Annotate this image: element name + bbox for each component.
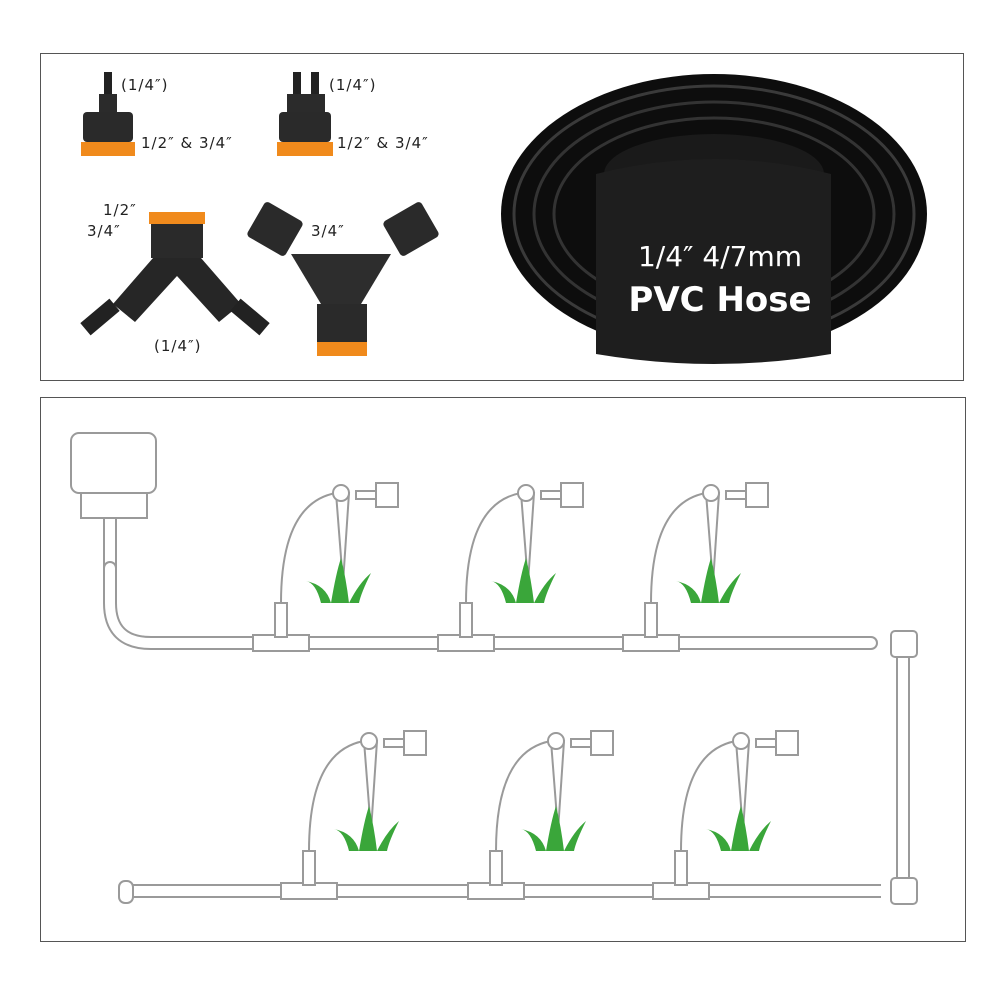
tee-outlet-icon bbox=[489, 850, 503, 886]
tee-outlet-icon bbox=[644, 602, 658, 638]
branch-tube bbox=[465, 492, 522, 604]
fittings-illustration bbox=[80, 72, 927, 364]
emitter-barb-icon bbox=[355, 490, 377, 500]
dripper-emitter-icon bbox=[560, 482, 584, 508]
layout-diagram-panel bbox=[40, 397, 966, 942]
grass-icon bbox=[334, 806, 399, 851]
products-panel: (1/4″) 1/2″ & 3/4″ (1/4″) 1/2″ & 3/4″ 1/… bbox=[40, 53, 964, 381]
stake-hook-icon bbox=[732, 732, 750, 750]
elbow-connector-icon bbox=[890, 630, 918, 658]
main-hose-upper-inner bbox=[105, 563, 876, 648]
end-plug-icon bbox=[118, 880, 134, 904]
y-connector-large-icon bbox=[247, 202, 439, 356]
dripper-emitter-icon bbox=[590, 730, 614, 756]
main-hose-upper bbox=[103, 561, 878, 650]
tee-outlet-icon bbox=[302, 850, 316, 886]
double-barb-label: (1/4″) bbox=[329, 76, 377, 94]
branch-tube bbox=[280, 492, 337, 604]
irrigation-layout-diagram bbox=[70, 432, 918, 905]
branch-tube bbox=[650, 492, 707, 604]
branch-tube bbox=[308, 740, 365, 852]
grass-icon bbox=[521, 806, 586, 851]
adapter-barb-icon bbox=[103, 517, 117, 569]
double-outlet-adapter-icon bbox=[277, 72, 333, 156]
stake-hook-icon bbox=[332, 484, 350, 502]
faucet-thread-icon bbox=[80, 492, 148, 519]
elbow-connector-icon bbox=[890, 877, 918, 905]
grass-icon bbox=[491, 558, 556, 603]
tee-outlet-icon bbox=[459, 602, 473, 638]
y-thread-label-1: 1/2″ bbox=[103, 201, 137, 219]
dripper-emitter-icon bbox=[375, 482, 399, 508]
double-thread-label: 1/2″ & 3/4″ bbox=[337, 134, 429, 152]
dripper-emitter-icon bbox=[775, 730, 799, 756]
stake-hook-icon bbox=[360, 732, 378, 750]
grass-icon bbox=[306, 558, 371, 603]
grass-icon bbox=[676, 558, 741, 603]
stake-hook-icon bbox=[517, 484, 535, 502]
y-thread-label-2: 3/4″ bbox=[87, 222, 121, 240]
emitter-barb-icon bbox=[755, 738, 777, 748]
y-large-thread-label: 3/4″ bbox=[311, 222, 345, 240]
emitter-barb-icon bbox=[540, 490, 562, 500]
dripper-emitter-icon bbox=[403, 730, 427, 756]
single-outlet-adapter-icon bbox=[81, 72, 135, 156]
hose-type-label: PVC Hose bbox=[628, 280, 812, 320]
stake-hook-icon bbox=[702, 484, 720, 502]
faucet-adapter-icon bbox=[70, 432, 157, 494]
single-thread-label: 1/2″ & 3/4″ bbox=[141, 134, 233, 152]
tee-outlet-icon bbox=[274, 602, 288, 638]
pvc-hose-coil-icon bbox=[501, 74, 927, 364]
dripper-emitter-icon bbox=[745, 482, 769, 508]
stake-hook-icon bbox=[547, 732, 565, 750]
hose-size-label: 1/4″ 4/7mm bbox=[637, 240, 803, 273]
emitter-barb-icon bbox=[570, 738, 592, 748]
emitter-barb-icon bbox=[725, 490, 747, 500]
emitter-barb-icon bbox=[383, 738, 405, 748]
y-barb-label: (1/4″) bbox=[154, 337, 202, 355]
single-barb-label: (1/4″) bbox=[121, 76, 169, 94]
branch-tube bbox=[680, 740, 737, 852]
branch-tube bbox=[495, 740, 552, 852]
y-connector-icon bbox=[80, 212, 270, 336]
tee-outlet-icon bbox=[674, 850, 688, 886]
grass-icon bbox=[706, 806, 771, 851]
